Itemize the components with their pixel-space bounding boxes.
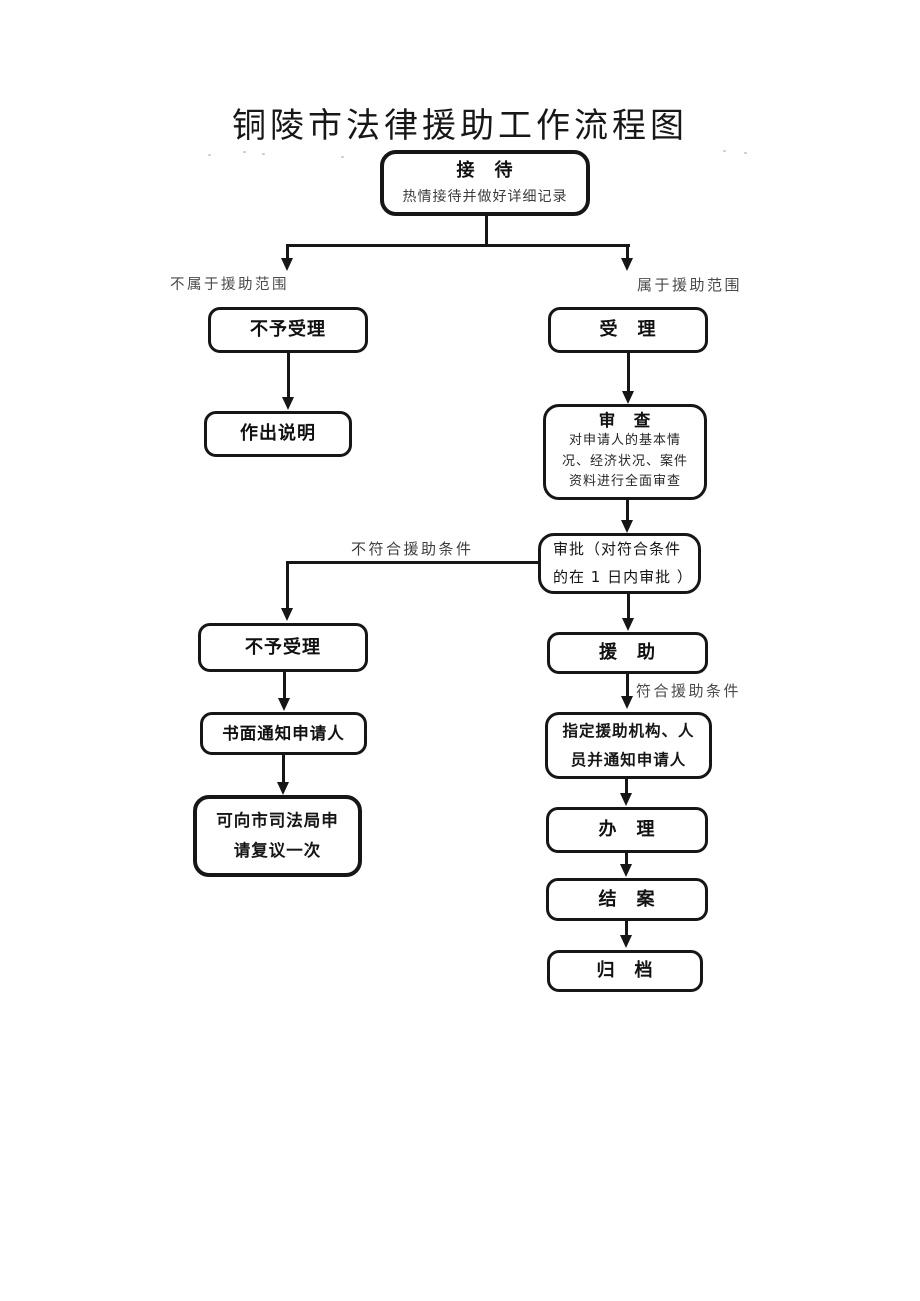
- node-reconsideration-line: 可向市司法局申: [216, 811, 339, 831]
- node-not-accept-2-title: 不予受理: [245, 636, 321, 658]
- node-written-notice-title: 书面通知申请人: [222, 723, 345, 743]
- node-handle-title: 办 理: [598, 819, 656, 841]
- connector-approval-aid: [627, 594, 630, 619]
- arrowhead-notaccept1-explain: [282, 397, 294, 410]
- arrowhead-review-approval: [621, 520, 633, 533]
- scan-artifact: [723, 150, 726, 152]
- arrowhead-approval-aid: [622, 618, 634, 631]
- connector-notaccept1-explain: [287, 353, 290, 398]
- node-aid-title: 援 助: [599, 642, 656, 664]
- node-reception: 接 待 热情接待并做好详细记录: [380, 150, 590, 216]
- arrowhead-handle-close: [620, 864, 632, 877]
- arrowhead-notaccept2-notice: [278, 698, 290, 711]
- node-review-title: 审 查: [598, 410, 652, 430]
- connector-branch-right: [626, 244, 629, 259]
- node-reception-title: 接 待: [456, 159, 514, 181]
- connector-review-approval: [626, 500, 629, 521]
- node-review: 审 查 对申请人的基本情 况、经济状况、案件 资料进行全面审查: [543, 404, 707, 500]
- page-title: 铜陵市法律援助工作流程图: [232, 106, 688, 146]
- node-reconsideration: 可向市司法局申 请复议一次: [193, 795, 362, 877]
- node-assign-line: 指定援助机构、人: [562, 721, 695, 740]
- connector-branch-bar: [286, 244, 630, 247]
- node-assign-line: 员并通知申请人: [570, 750, 687, 769]
- edge-label-in-scope: 属于援助范围: [637, 276, 743, 294]
- node-review-line: 资料进行全面审查: [568, 474, 681, 490]
- node-aid: 援 助: [547, 632, 708, 674]
- connector-handle-close: [625, 853, 628, 866]
- node-handle: 办 理: [546, 807, 708, 853]
- connector-accept-review: [627, 353, 630, 392]
- connector-approval-notaccept2: [286, 561, 289, 609]
- node-approval: 审批（对符合条件 的在 1 日内审批 ）: [538, 533, 701, 594]
- arrowhead-approval-notaccept2: [281, 608, 293, 621]
- arrowhead-branch-right: [621, 258, 633, 271]
- scan-artifact: [262, 153, 265, 155]
- connector-notaccept2-notice: [283, 672, 286, 699]
- arrowhead-aid-assign: [621, 696, 633, 709]
- node-not-accept-1: 不予受理: [208, 307, 368, 353]
- node-accept-title: 受 理: [599, 319, 657, 341]
- node-close-case-title: 结 案: [598, 888, 656, 910]
- node-explain: 作出说明: [204, 411, 352, 457]
- connector-approval-left-bar: [286, 561, 538, 564]
- node-not-accept-1-title: 不予受理: [250, 319, 326, 341]
- node-close-case: 结 案: [546, 878, 708, 921]
- node-assign: 指定援助机构、人 员并通知申请人: [545, 712, 712, 779]
- node-accept: 受 理: [548, 307, 708, 353]
- edge-label-not-in-scope: 不属于援助范围: [170, 277, 289, 293]
- edge-label-qualified: 符合援助条件: [636, 682, 742, 700]
- node-approval-line: 审批（对符合条件: [553, 539, 682, 558]
- connector-aid-assign: [626, 674, 629, 697]
- arrowhead-notice-reconsideration: [277, 782, 289, 795]
- scan-artifact: [341, 156, 344, 158]
- connector-reception-stem: [485, 216, 488, 246]
- connector-branch-left: [286, 244, 289, 259]
- node-archive-title: 归 档: [596, 960, 654, 982]
- scan-artifact: [208, 154, 211, 156]
- connector-assign-handle: [625, 779, 628, 794]
- scan-artifact: [744, 152, 747, 154]
- node-written-notice: 书面通知申请人: [200, 712, 367, 755]
- node-approval-line: 的在 1 日内审批 ）: [553, 567, 693, 586]
- edge-label-not-qualified: 不符合援助条件: [351, 540, 474, 558]
- node-reception-subtitle: 热情接待并做好详细记录: [402, 189, 568, 206]
- arrowhead-accept-review: [622, 391, 634, 404]
- node-review-line: 况、经济状况、案件: [561, 453, 688, 469]
- connector-close-archive: [625, 921, 628, 936]
- arrowhead-branch-left: [281, 258, 293, 271]
- arrowhead-assign-handle: [620, 793, 632, 806]
- connector-notice-reconsideration: [282, 755, 285, 783]
- node-reconsideration-line: 请复议一次: [233, 841, 322, 860]
- node-explain-title: 作出说明: [240, 423, 316, 445]
- node-not-accept-2: 不予受理: [198, 623, 368, 672]
- node-archive: 归 档: [547, 950, 703, 992]
- arrowhead-close-archive: [620, 935, 632, 948]
- node-review-line: 对申请人的基本情: [568, 432, 681, 448]
- scan-artifact: [243, 151, 246, 153]
